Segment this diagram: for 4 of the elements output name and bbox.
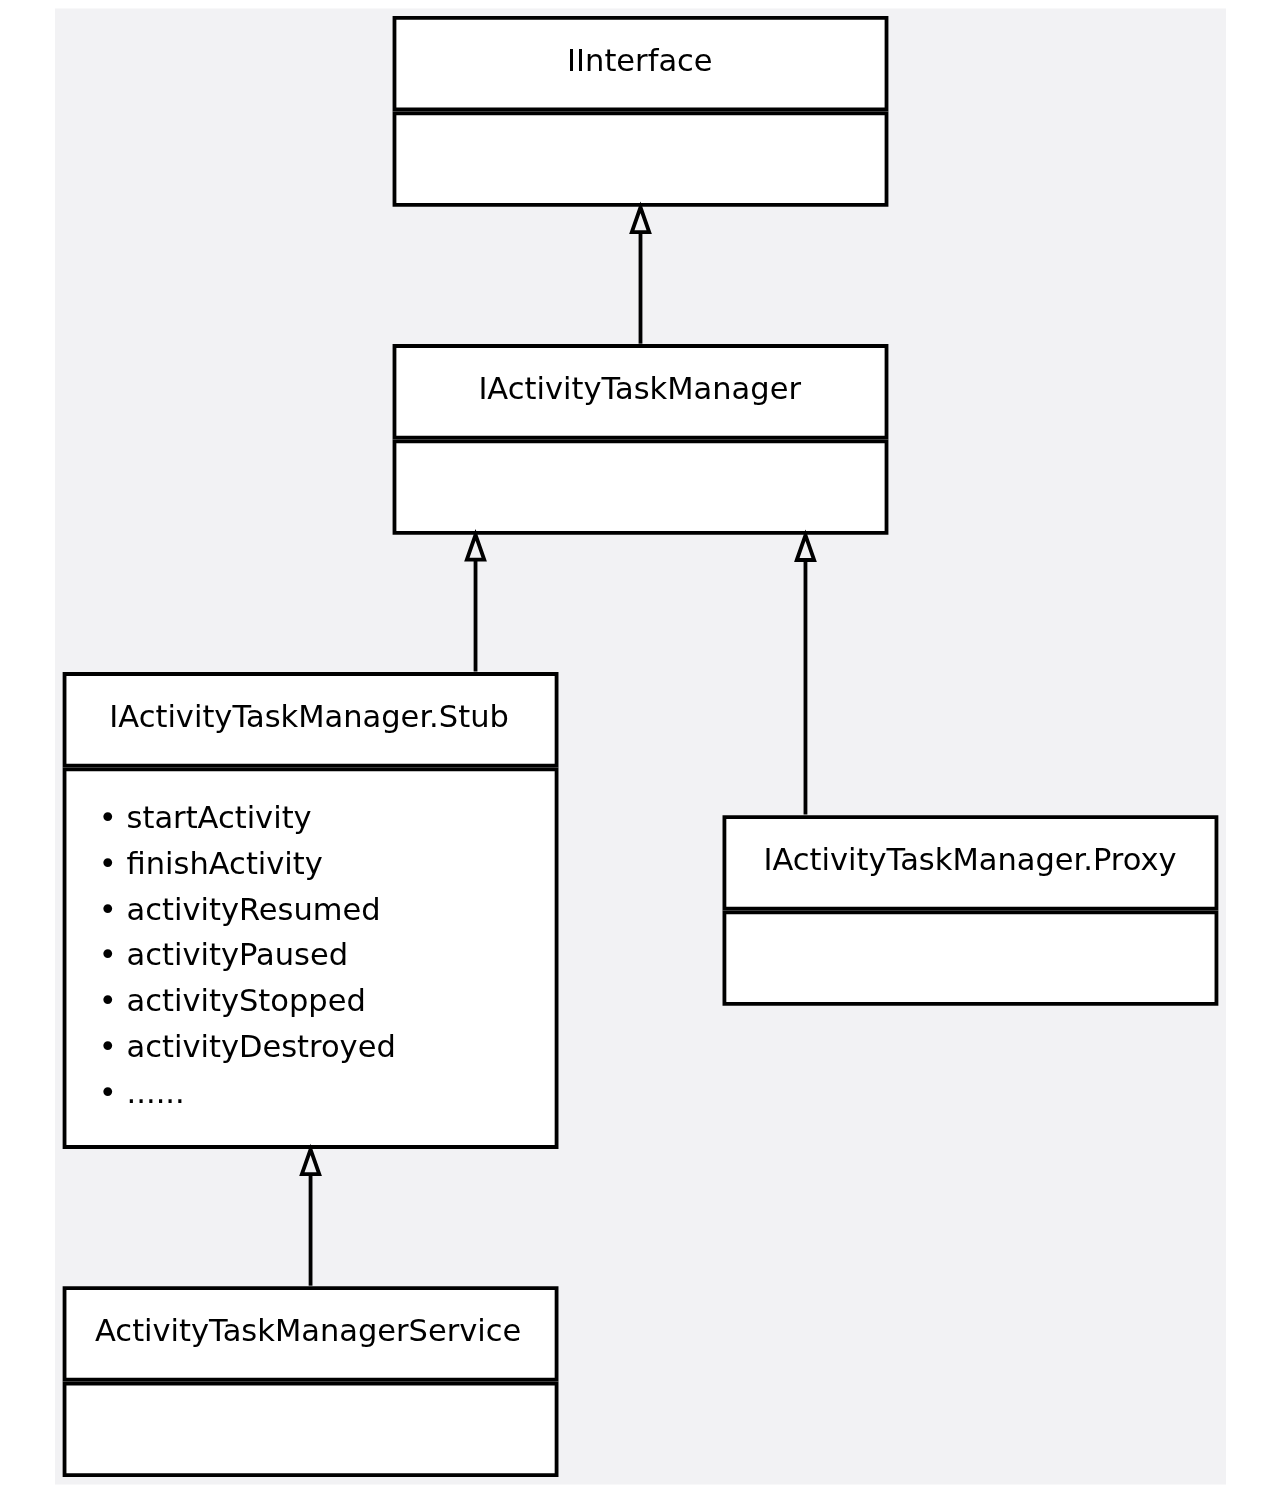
arrow: [628, 201, 652, 344]
arrow: [793, 529, 817, 815]
arrow: [463, 529, 487, 672]
arrow: [298, 1143, 322, 1286]
